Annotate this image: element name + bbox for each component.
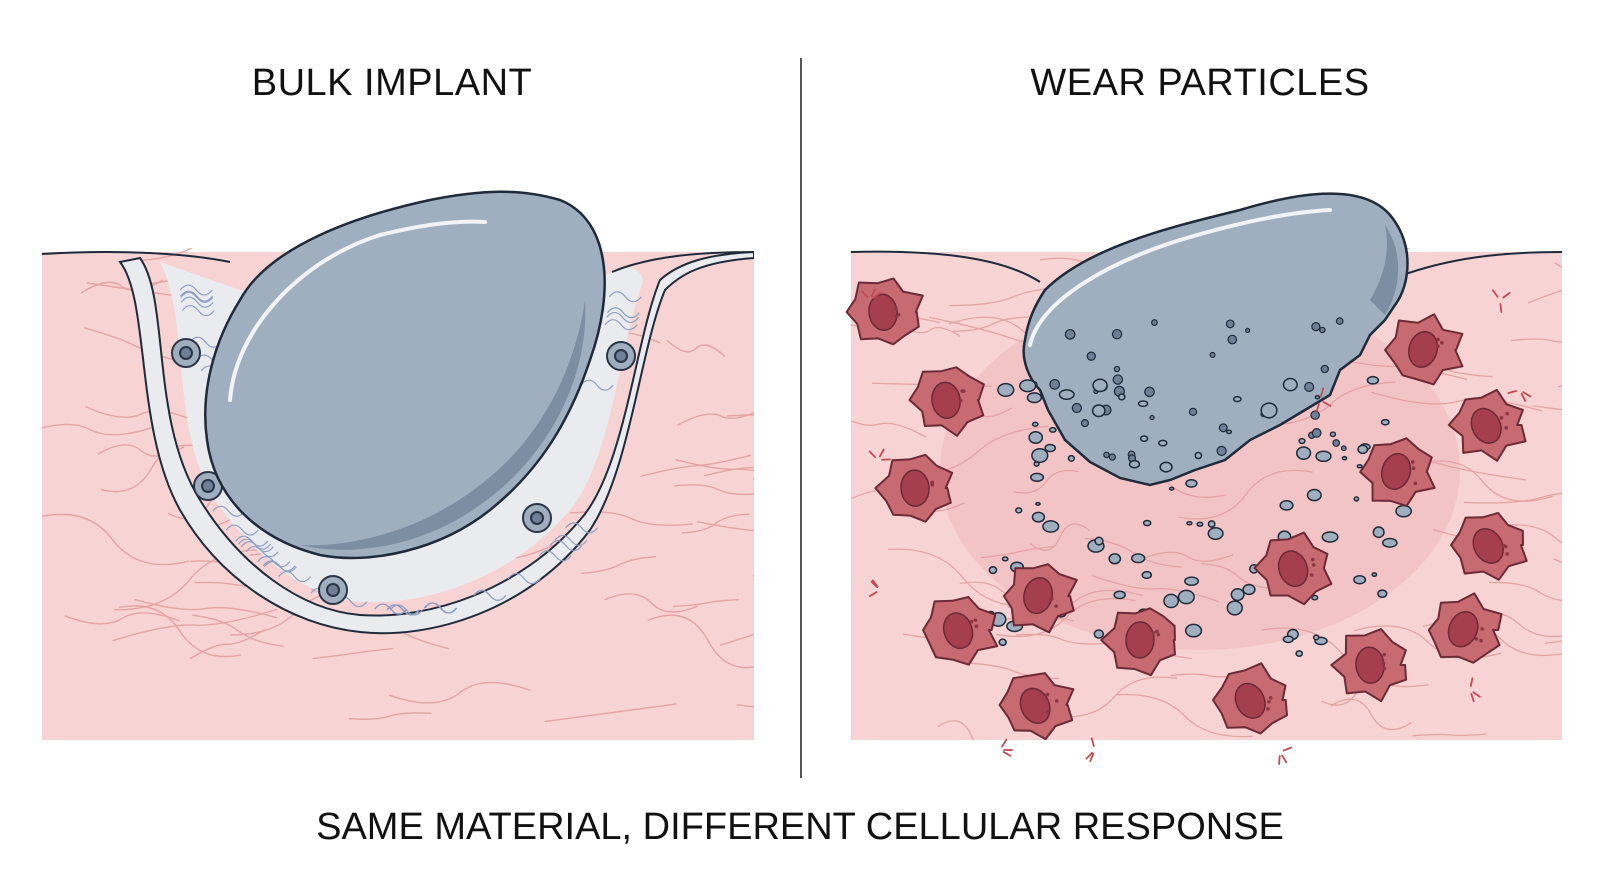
diagram-caption: SAME MATERIAL, DIFFERENT CELLULAR RESPON…: [316, 806, 1284, 848]
panel-divider: [800, 58, 802, 778]
capsule-cells: [171, 338, 636, 605]
macrophage-cells: [845, 277, 1528, 741]
wear-particles-title: WEAR PARTICLES: [1030, 62, 1370, 104]
bulk-implant-title: BULK IMPLANT: [251, 62, 533, 104]
degrading-implant: [1022, 192, 1409, 487]
fibrous-capsule: [118, 250, 754, 635]
